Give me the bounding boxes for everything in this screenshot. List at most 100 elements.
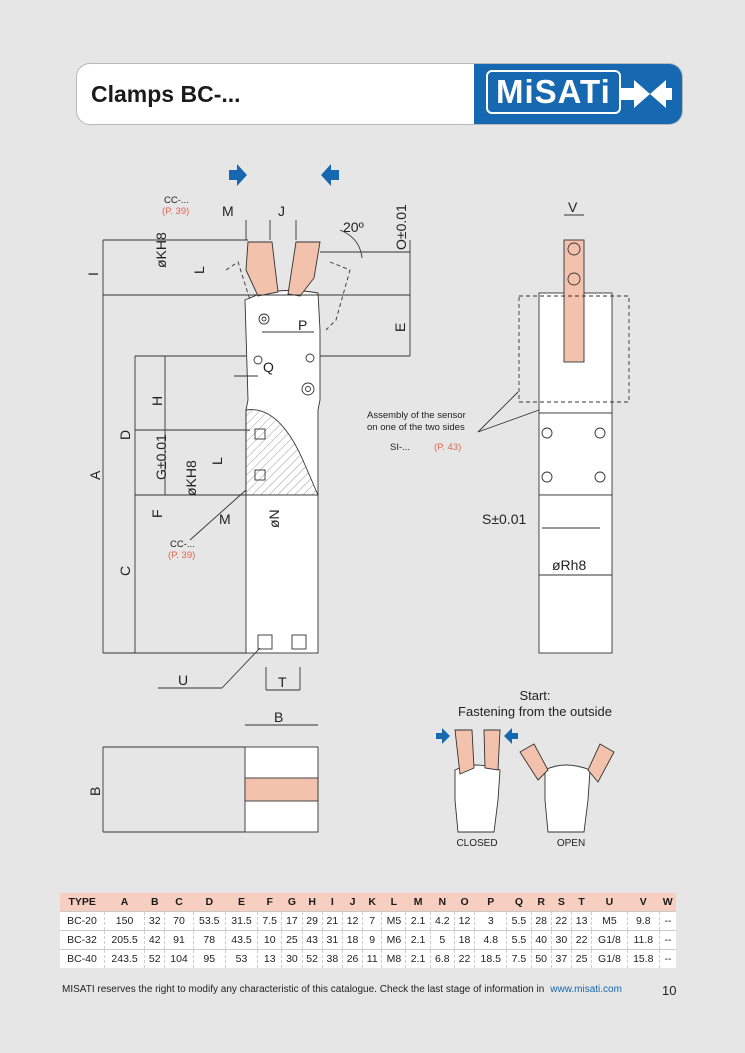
dim-i: I bbox=[85, 272, 101, 276]
note-si: SI-... bbox=[390, 442, 410, 453]
table-cell: 52 bbox=[301, 949, 323, 968]
dim-q: Q bbox=[263, 359, 274, 375]
table-cell: BC-32 bbox=[60, 930, 105, 950]
website-link[interactable]: www.misati.com bbox=[550, 984, 622, 995]
table-cell: M5 bbox=[591, 911, 628, 931]
column-header: E bbox=[225, 893, 258, 912]
table-cell: 29 bbox=[301, 911, 323, 931]
table-cell: 15.8 bbox=[626, 949, 660, 968]
column-header: P bbox=[474, 893, 507, 912]
table-cell: 10 bbox=[257, 930, 282, 950]
table-cell: 52 bbox=[144, 949, 165, 968]
table-cell: 5.5 bbox=[506, 911, 532, 931]
table-cell: 40 bbox=[530, 930, 552, 950]
dim-p: P bbox=[298, 317, 307, 333]
misati-logo: MiSATi bbox=[474, 64, 682, 124]
table-cell: 7 bbox=[362, 911, 382, 931]
table-cell: 18 bbox=[453, 930, 475, 950]
table-cell: 18 bbox=[341, 930, 363, 950]
column-header: K bbox=[362, 893, 382, 912]
column-header: J bbox=[342, 893, 363, 912]
table-cell: 12 bbox=[341, 911, 363, 931]
column-header: A bbox=[104, 893, 145, 912]
table-cell: 37 bbox=[550, 949, 572, 968]
clamp-shaft bbox=[245, 494, 319, 654]
table-cell: 11 bbox=[362, 949, 382, 968]
dim-d: D bbox=[117, 430, 133, 440]
table-cell: 26 bbox=[341, 949, 363, 968]
table-cell: 78 bbox=[192, 930, 226, 950]
closed-arrow-left-icon bbox=[436, 728, 450, 744]
table-cell: 43.5 bbox=[224, 930, 258, 950]
column-header: I bbox=[322, 893, 343, 912]
note-si-ref: (P. 43) bbox=[434, 442, 461, 453]
table-cell: M6 bbox=[381, 930, 406, 950]
table-cell: 18.5 bbox=[474, 949, 507, 968]
table-cell: 43 bbox=[301, 930, 323, 950]
table-cell: 3 bbox=[474, 911, 507, 931]
column-header: F bbox=[257, 893, 282, 912]
jaw-right bbox=[287, 241, 321, 297]
table-cell: 12 bbox=[453, 911, 475, 931]
table-cell: 9.8 bbox=[626, 911, 660, 931]
table-cell: -- bbox=[658, 930, 676, 950]
table-cell: BC-40 bbox=[60, 949, 105, 968]
table-cell: 31.5 bbox=[224, 911, 258, 931]
footer-disclaimer: MISATI reserves the right to modify any … bbox=[62, 984, 545, 995]
logo-arrows-icon bbox=[620, 80, 672, 108]
table-cell: 32 bbox=[144, 911, 165, 931]
table-cell: 91 bbox=[164, 930, 194, 950]
technical-drawing: M J 20º O±0.01 I øKH8 L P E Q H D G±0.01… bbox=[85, 164, 630, 849]
table-cell: 150 bbox=[103, 911, 145, 931]
column-header: V bbox=[627, 893, 660, 912]
dim-l-top: L bbox=[191, 266, 207, 274]
table-cell: 13 bbox=[570, 911, 592, 931]
page-number: 10 bbox=[662, 983, 677, 998]
table-cell: 13 bbox=[257, 949, 282, 968]
column-header: Q bbox=[506, 893, 532, 912]
column-header: B bbox=[144, 893, 165, 912]
table-cell: M8 bbox=[381, 949, 406, 968]
column-header: N bbox=[430, 893, 455, 912]
dim-m-bottom: M bbox=[219, 511, 231, 527]
table-cell: 2.1 bbox=[405, 949, 431, 968]
dim-o: O±0.01 bbox=[393, 204, 409, 250]
column-header: D bbox=[193, 893, 226, 912]
table-cell: 11.8 bbox=[626, 930, 660, 950]
table-cell: -- bbox=[658, 911, 676, 931]
column-header: T bbox=[571, 893, 592, 912]
table-cell: 7.5 bbox=[257, 911, 282, 931]
closed-arrow-right-icon bbox=[504, 728, 518, 744]
column-header: C bbox=[164, 893, 194, 912]
table-cell: 17 bbox=[281, 911, 303, 931]
column-header: M bbox=[405, 893, 431, 912]
table-cell: 9 bbox=[362, 930, 382, 950]
table-cell: 53 bbox=[224, 949, 258, 968]
footer: MISATI reserves the right to modify any … bbox=[62, 984, 622, 995]
dim-n: øN bbox=[266, 509, 282, 528]
table-cell: 53.5 bbox=[192, 911, 226, 931]
note-cc-bottom: CC-... bbox=[170, 539, 195, 550]
hatched-section bbox=[245, 409, 319, 496]
table-cell: 22 bbox=[550, 911, 572, 931]
dim-c: C bbox=[117, 566, 133, 576]
table-cell: 31 bbox=[321, 930, 343, 950]
table-cell: M5 bbox=[381, 911, 406, 931]
dim-f: F bbox=[149, 509, 165, 518]
table-cell: -- bbox=[658, 949, 676, 968]
table-cell: 205.5 bbox=[103, 930, 145, 950]
note-cc-top: CC-... bbox=[164, 195, 189, 206]
dim-angle: 20º bbox=[343, 219, 364, 235]
closed-caption: CLOSED bbox=[456, 838, 497, 849]
note-cc-ref-bottom: (P. 39) bbox=[168, 550, 195, 561]
table-cell: 6.8 bbox=[429, 949, 455, 968]
column-header: U bbox=[591, 893, 628, 912]
note-cc-ref-top: (P. 39) bbox=[162, 206, 189, 217]
table-cell: 28 bbox=[530, 911, 552, 931]
column-header: TYPE bbox=[60, 893, 105, 912]
start-label: Start: bbox=[519, 688, 550, 703]
table-cell: 50 bbox=[530, 949, 552, 968]
